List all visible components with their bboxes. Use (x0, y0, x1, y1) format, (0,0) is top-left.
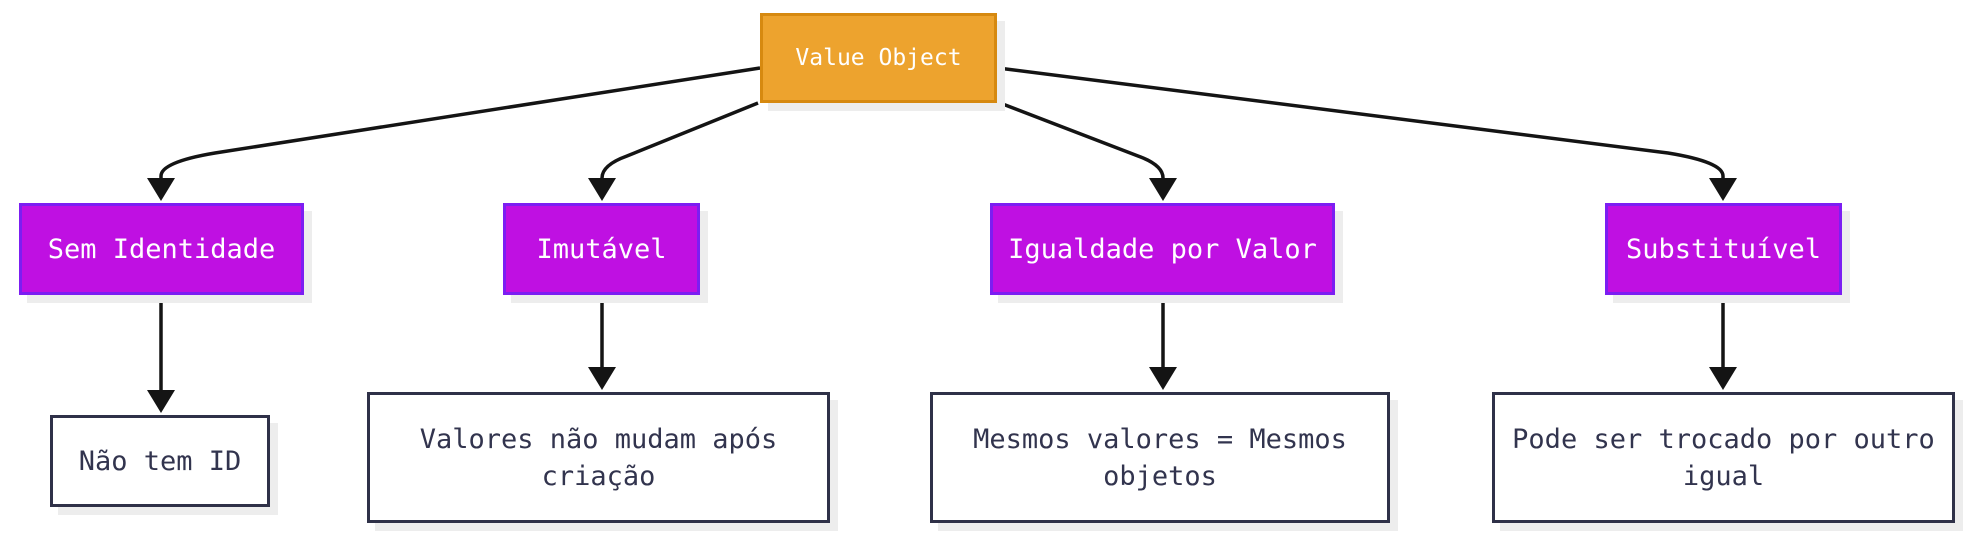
edge-line (999, 101, 1165, 180)
node-value-object: Value Object (760, 13, 997, 103)
edge-imutavel-to-valores (588, 296, 616, 390)
arrowhead-down-icon (588, 367, 616, 390)
edge-root-to-igualdade (999, 101, 1177, 201)
arrowhead-down-icon (588, 178, 616, 201)
node-pode-ser-trocado: Pode ser trocado por outro igual (1492, 392, 1955, 523)
node-sem-identidade: Sem Identidade (19, 203, 304, 295)
arrowhead-down-icon (1149, 367, 1177, 390)
edge-line (159, 66, 761, 180)
edge-root-to-substituivel (997, 66, 1737, 201)
node-igualdade-por-valor: Igualdade por Valor (990, 203, 1335, 295)
node-valores-nao-mudam: Valores não mudam após criação (367, 392, 830, 523)
node-substituivel: Substituível (1605, 203, 1842, 295)
edge-line (997, 66, 1725, 180)
arrowhead-down-icon (147, 178, 175, 201)
arrowhead-down-icon (147, 390, 175, 413)
node-mesmos-valores: Mesmos valores = Mesmos objetos (930, 392, 1390, 523)
arrowhead-down-icon (1709, 178, 1737, 201)
edge-igualdade-to-mesmos (1149, 296, 1177, 390)
arrowhead-down-icon (1709, 367, 1737, 390)
node-imutavel: Imutável (503, 203, 700, 295)
edge-substituivel-to-pode (1709, 296, 1737, 390)
edge-root-to-imutavel (588, 101, 759, 201)
edge-line (600, 101, 759, 180)
arrowhead-down-icon (1149, 178, 1177, 201)
edge-sem-identidade-to-nao-tem-id (147, 296, 175, 413)
node-nao-tem-id: Não tem ID (50, 415, 270, 507)
edge-root-to-sem-identidade (147, 66, 761, 201)
